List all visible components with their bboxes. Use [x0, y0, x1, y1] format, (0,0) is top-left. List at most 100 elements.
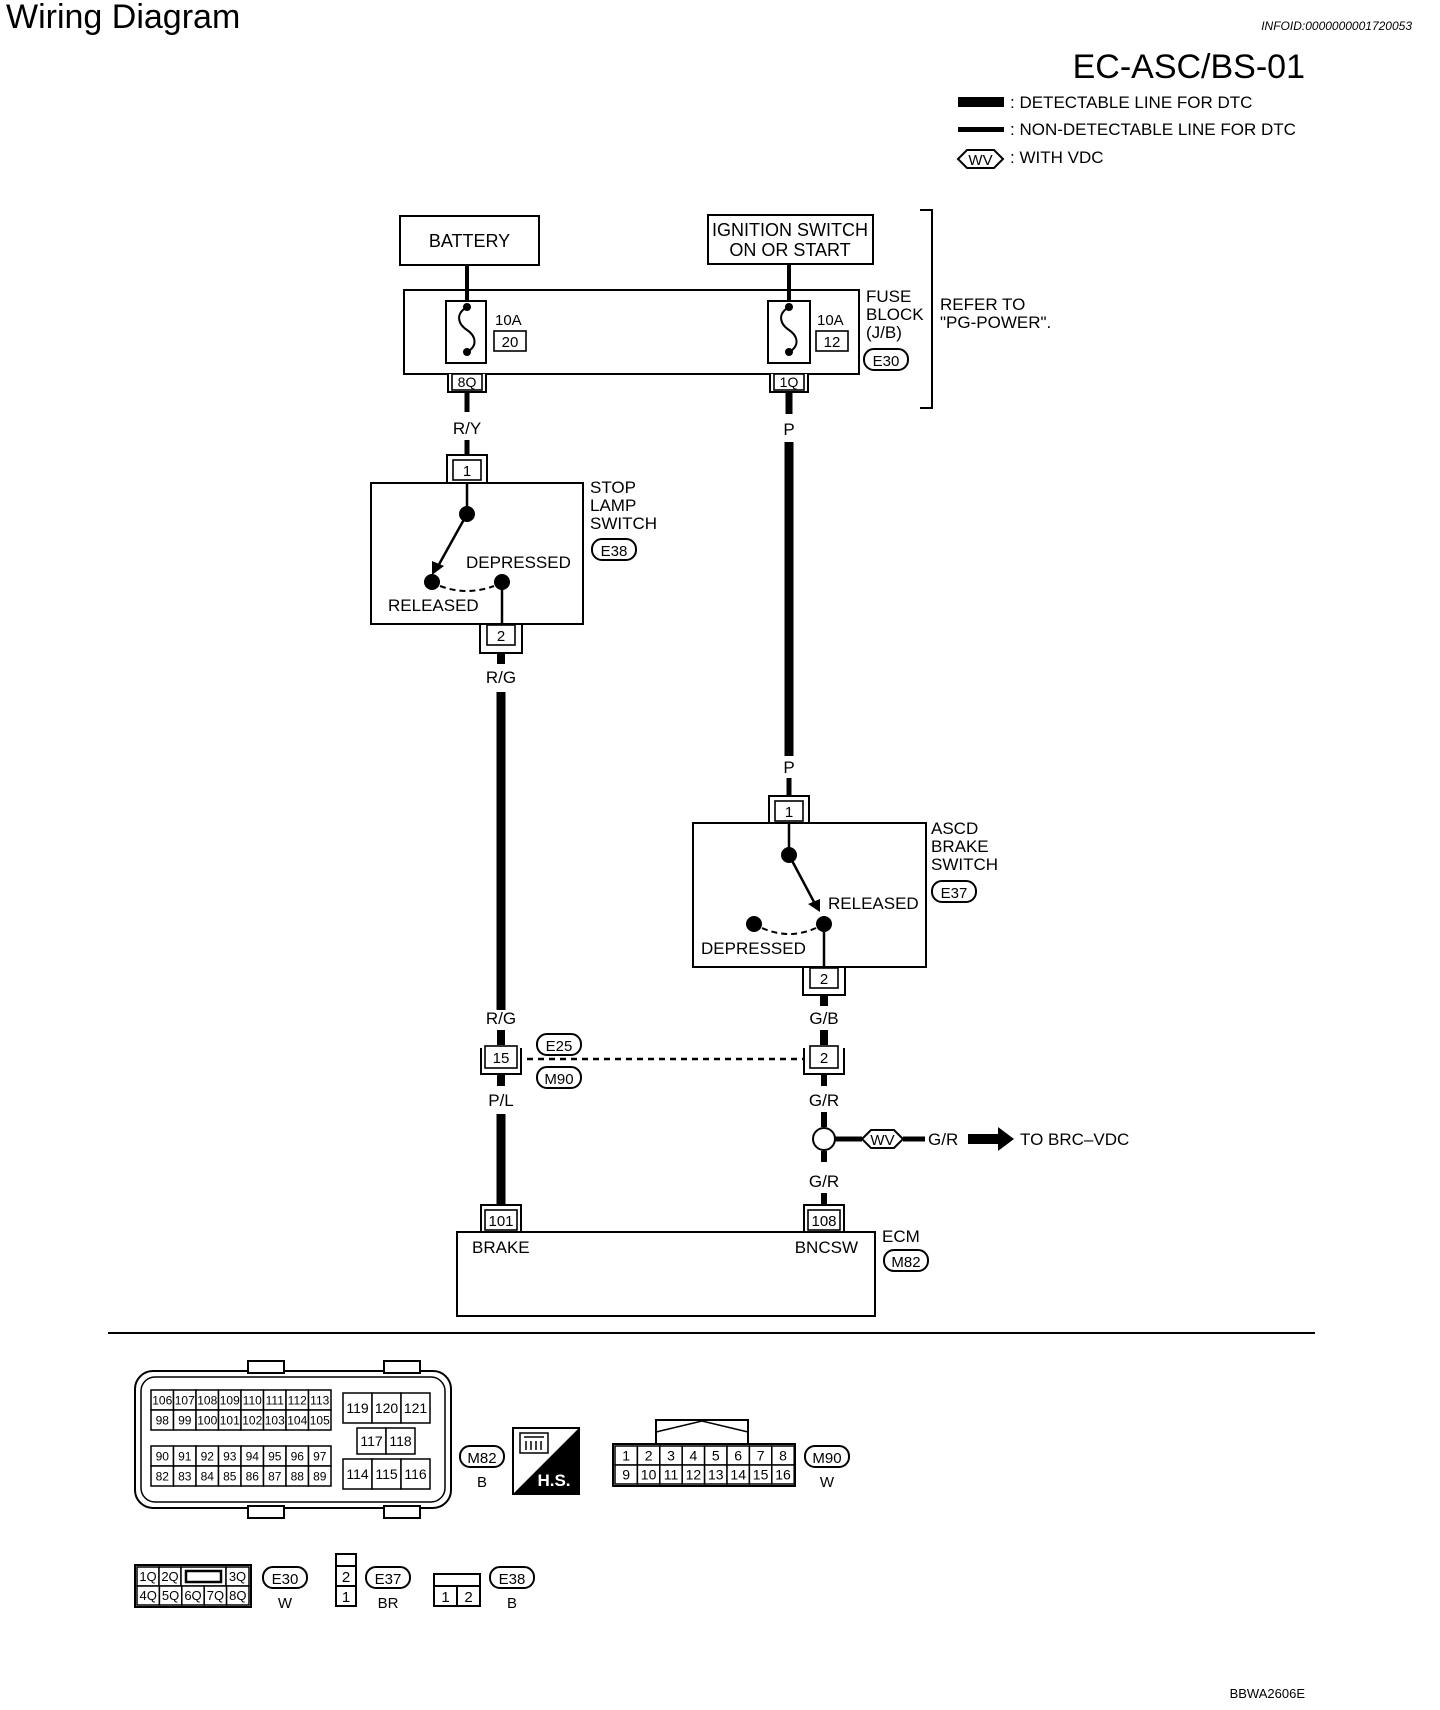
- pin-cell: [342, 1458, 373, 1490]
- pin-number: 84: [201, 1469, 215, 1483]
- legend-wv-text-symbol: WV: [968, 152, 992, 169]
- fuse-block-connector: E30: [873, 353, 900, 370]
- info-id: INFOID:0000000001720053: [1261, 19, 1412, 33]
- legend: : DETECTABLE LINE FOR DTC : NON-DETECTAB…: [956, 93, 1296, 169]
- pin-number: 91: [178, 1449, 192, 1463]
- pin-number: 115: [375, 1466, 398, 1482]
- pin-cell: [342, 1392, 373, 1424]
- battery-label: BATTERY: [429, 231, 510, 251]
- pin-number: 107: [175, 1393, 195, 1407]
- ascd-released-label: RELEASED: [828, 894, 919, 913]
- ascd-pin1: 1: [785, 804, 793, 821]
- ascd-arrow-head: [808, 899, 820, 912]
- fuse-right-number: 12: [824, 334, 841, 351]
- pin-number: 82: [156, 1469, 170, 1483]
- pin-number: 121: [404, 1400, 428, 1416]
- ascd-depressed-contact: [746, 916, 762, 932]
- pin-number: 90: [156, 1449, 170, 1463]
- pin-number: 113: [310, 1393, 329, 1407]
- m90-color: W: [820, 1474, 835, 1491]
- pin-number: 5Q: [162, 1588, 179, 1603]
- pin-cell: [400, 1392, 431, 1424]
- fuse-right-amp: 10A: [817, 312, 844, 329]
- stop-lamp-label-3: SWITCH: [590, 514, 657, 533]
- ascd-pin2: 2: [820, 971, 828, 988]
- pin-number: 16: [775, 1467, 791, 1483]
- fuse-left-icon: [458, 306, 476, 353]
- pin-cell: [771, 1464, 795, 1485]
- pin-cell: [371, 1392, 402, 1424]
- wire-label-rg-bottom: R/G: [486, 1009, 516, 1028]
- fuse-right-term-top: [785, 303, 793, 311]
- pin-number: 6: [734, 1448, 742, 1464]
- fuse-left-term-bottom: [463, 348, 471, 356]
- joint-top-connector-badge: [536, 1033, 582, 1056]
- stop-lamp-pin2-box: [486, 624, 516, 646]
- joint-bottom-connector-badge: [536, 1066, 582, 1089]
- e30-connector-id: E30: [272, 1571, 299, 1588]
- refer-label-2: "PG-POWER".: [940, 313, 1051, 332]
- stop-lamp-switch-box: [370, 482, 584, 625]
- pin-number: 13: [708, 1467, 724, 1483]
- pin-number: 97: [313, 1449, 327, 1463]
- splice-point: [812, 1127, 836, 1151]
- hs-harness-side-icon: H.S.: [512, 1427, 580, 1495]
- legend-detectable-text: : DETECTABLE LINE FOR DTC: [1010, 93, 1252, 112]
- pin-number: 9: [622, 1467, 630, 1483]
- ascd-pin1-box: [774, 800, 804, 822]
- pin-number: 100: [197, 1413, 217, 1427]
- pin-number: 88: [291, 1469, 305, 1483]
- e38-color: B: [507, 1595, 517, 1612]
- pin-number: 92: [201, 1449, 215, 1463]
- stop-lamp-pin1: 1: [463, 463, 471, 480]
- refer-bracket: [920, 209, 933, 409]
- e37-color: BR: [378, 1595, 399, 1612]
- pin-number: 95: [268, 1449, 282, 1463]
- legend-wv-text: : WITH VDC: [1010, 148, 1104, 167]
- e38-pin-1: 1: [441, 1589, 449, 1606]
- pin-number: 85: [223, 1469, 237, 1483]
- pin-number: 108: [197, 1393, 217, 1407]
- ecm-pin101: 101: [488, 1213, 513, 1230]
- ascd-connector: E37: [941, 885, 968, 902]
- ecm-connector-badge: [883, 1249, 929, 1272]
- pin-number: 93: [223, 1449, 237, 1463]
- pin-cell: [307, 1465, 332, 1487]
- ascd-contact-arm: [787, 854, 816, 903]
- ecm-label-brake: BRAKE: [472, 1238, 530, 1257]
- pin-number: 10: [641, 1467, 657, 1483]
- fuse-left-amp: 10A: [495, 312, 522, 329]
- wire-label-pl: P/L: [488, 1091, 514, 1110]
- m90-connector-badge: [804, 1445, 850, 1468]
- refer-label-1: REFER TO: [940, 295, 1025, 314]
- fuse-right-body: [767, 300, 811, 364]
- stop-lamp-arrow-head: [432, 561, 444, 575]
- fuse-block-label-1: FUSE: [866, 287, 911, 306]
- joint-left-pin: 15: [493, 1050, 510, 1067]
- e38-connector-badge: [489, 1566, 535, 1589]
- wire-label-p-bottom: P: [783, 758, 794, 777]
- stop-lamp-depressed-label: DEPRESSED: [466, 553, 571, 572]
- pin-number: 103: [265, 1413, 285, 1427]
- pin-number: 110: [243, 1393, 262, 1407]
- ascd-label-3: SWITCH: [931, 855, 998, 874]
- fuse-term-8q-box: [451, 373, 483, 391]
- fuse-term-8q: 8Q: [458, 374, 477, 390]
- pin-number: 94: [246, 1449, 260, 1463]
- pin-cell: [385, 1427, 416, 1455]
- pin-number: 114: [346, 1466, 369, 1482]
- pin-cell: [225, 1585, 250, 1606]
- ecm-box: [456, 1231, 876, 1317]
- ascd-link: [761, 927, 817, 935]
- fuse-right-number-box: [815, 330, 849, 352]
- fuse-block-connector-badge: [863, 348, 909, 371]
- pin-number: 1: [622, 1448, 630, 1464]
- pin-number: 105: [310, 1413, 330, 1427]
- vdc-wire-label: G/R: [928, 1130, 958, 1149]
- m82-color: B: [477, 1474, 487, 1491]
- joint-right-pin: 2: [820, 1050, 828, 1067]
- ecm-name: ECM: [882, 1227, 920, 1246]
